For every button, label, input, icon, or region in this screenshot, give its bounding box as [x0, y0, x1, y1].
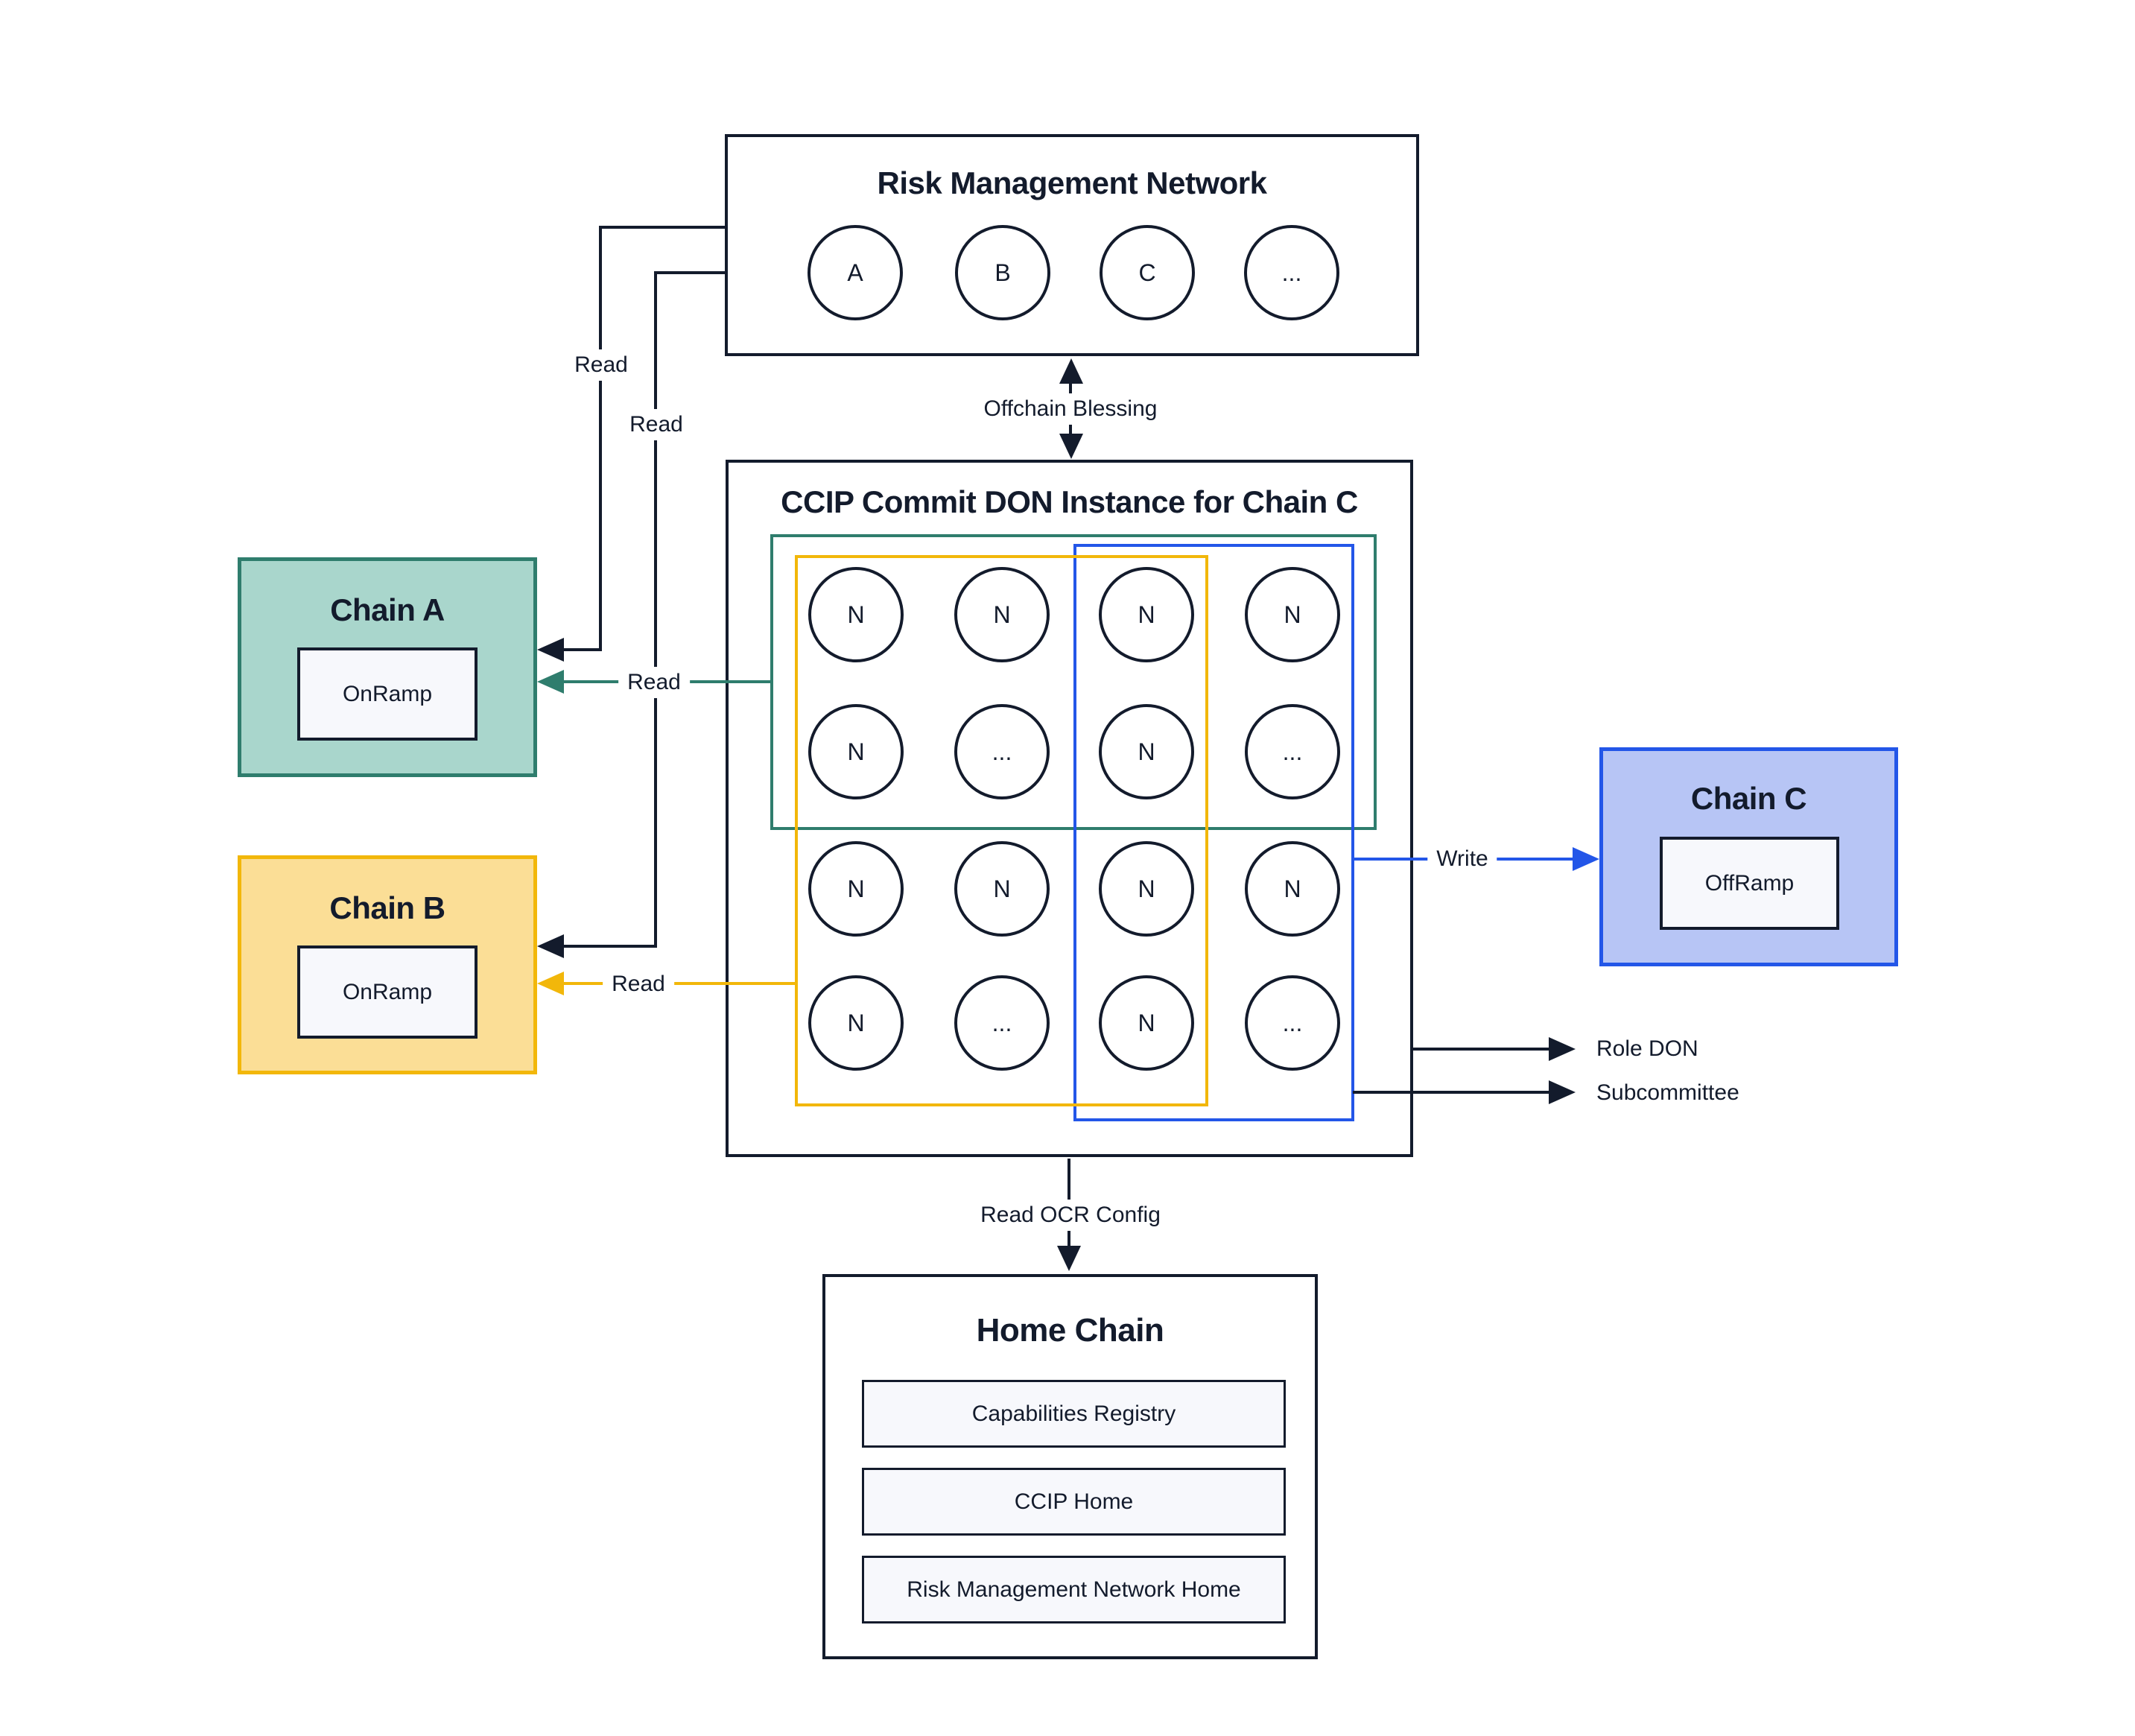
rmn-home-box: Risk Management Network Home	[862, 1556, 1286, 1623]
don-node-r4c2: ...	[954, 975, 1050, 1071]
edge-rmn-a-vertical-segment	[599, 226, 602, 651]
chain-a-title: Chain A	[330, 592, 445, 627]
chain-a-onramp-label: OnRamp	[342, 681, 433, 706]
don-node-label: N	[1138, 738, 1155, 765]
arrowhead-into-chain-b-icon	[537, 934, 564, 958]
chain-b-title: Chain B	[329, 890, 445, 925]
arrowhead-role-don-icon	[1549, 1037, 1576, 1061]
edge-rmn-b-top-segment	[654, 271, 726, 274]
blue-subcommittee-rect	[1073, 544, 1354, 1121]
read-label-rmn-to-a: Read	[565, 349, 637, 381]
don-node-r3c1: N	[808, 841, 904, 937]
edge-role-don-line	[1412, 1048, 1550, 1051]
don-node-r2c1: N	[808, 704, 904, 799]
don-node-label: N	[847, 738, 865, 765]
read-label-don-to-b: Read	[603, 969, 674, 1000]
don-node-r2c4: ...	[1245, 704, 1340, 799]
home-chain-title: Home Chain	[976, 1312, 1164, 1349]
chain-b-onramp-box: OnRamp	[297, 945, 478, 1039]
risk-management-network-title: Risk Management Network	[877, 165, 1267, 200]
arrowhead-offchain-blessing-up-icon	[1059, 358, 1083, 384]
rmn-node-more: ...	[1244, 225, 1339, 320]
chain-a-onramp-box: OnRamp	[297, 647, 478, 741]
role-don-label: Role DON	[1596, 1036, 1698, 1061]
don-node-label: ...	[1282, 1009, 1303, 1036]
don-node-label: N	[993, 875, 1011, 902]
edge-yellow-read-line	[562, 982, 796, 985]
don-node-r1c4: N	[1245, 567, 1340, 662]
rmn-node-b-label: B	[994, 259, 1011, 286]
home-chain-box: Home Chain Capabilities Registry CCIP Ho…	[822, 1274, 1318, 1659]
read-label-rmn-to-b: Read	[621, 409, 692, 440]
don-node-r3c3: N	[1099, 841, 1194, 937]
subcommittee-label: Subcommittee	[1596, 1080, 1739, 1105]
ccip-commit-don-title: CCIP Commit DON Instance for Chain C	[781, 484, 1358, 519]
don-node-label: N	[1138, 875, 1155, 902]
don-node-label: ...	[992, 738, 1012, 765]
don-node-label: N	[847, 875, 865, 902]
rmn-node-a-label: A	[847, 259, 863, 286]
don-node-r3c2: N	[954, 841, 1050, 937]
chain-c-offramp-label: OffRamp	[1704, 870, 1795, 896]
don-node-r2c3: N	[1099, 704, 1194, 799]
ccip-home-label: CCIP Home	[1014, 1489, 1134, 1514]
rmn-node-c: C	[1100, 225, 1195, 320]
don-node-r2c2: ...	[954, 704, 1050, 799]
ccip-home-box: CCIP Home	[862, 1468, 1286, 1536]
rmn-home-label: Risk Management Network Home	[907, 1577, 1241, 1602]
chain-c-title: Chain C	[1690, 781, 1807, 816]
read-label-don-to-a: Read	[618, 667, 690, 698]
edge-rmn-b-vertical-segment	[654, 271, 657, 948]
don-node-label: N	[847, 601, 865, 628]
don-node-r1c1: N	[808, 567, 904, 662]
arrowhead-into-chain-a-icon	[537, 638, 564, 662]
write-label: Write	[1427, 843, 1497, 875]
don-node-r3c4: N	[1245, 841, 1340, 937]
don-node-label: N	[847, 1009, 865, 1036]
chain-c-offramp-box: OffRamp	[1660, 837, 1839, 930]
arrowhead-teal-into-chain-a-icon	[537, 670, 564, 694]
arrowhead-offchain-blessing-down-icon	[1059, 434, 1083, 459]
arrowhead-yellow-into-chain-b-icon	[537, 972, 564, 995]
don-node-label: N	[993, 601, 1011, 628]
don-node-r4c4: ...	[1245, 975, 1340, 1071]
don-node-label: N	[1138, 601, 1155, 628]
read-ocr-config-label: Read OCR Config	[971, 1200, 1170, 1231]
rmn-node-more-label: ...	[1281, 259, 1302, 286]
don-node-r4c3: N	[1099, 975, 1194, 1071]
edge-rmn-a-top-segment	[600, 226, 726, 229]
offchain-blessing-label: Offchain Blessing	[974, 393, 1167, 425]
edge-subcommittee-line	[1353, 1091, 1550, 1094]
don-node-label: N	[1138, 1009, 1155, 1036]
edge-rmn-b-bottom-segment	[562, 945, 656, 948]
arrowhead-into-home-chain-icon	[1057, 1246, 1081, 1271]
rmn-node-b: B	[955, 225, 1050, 320]
don-node-label: ...	[992, 1009, 1012, 1036]
rmn-node-c-label: C	[1138, 259, 1156, 286]
arrowhead-subcommittee-icon	[1549, 1080, 1576, 1104]
yellow-subcommittee-rect	[795, 555, 1208, 1106]
chain-b-onramp-label: OnRamp	[342, 979, 433, 1004]
don-node-label: ...	[1282, 738, 1303, 765]
don-node-r1c3: N	[1099, 567, 1194, 662]
capabilities-registry-box: Capabilities Registry	[862, 1380, 1286, 1448]
don-node-r4c1: N	[808, 975, 904, 1071]
capabilities-registry-label: Capabilities Registry	[971, 1401, 1176, 1426]
don-node-label: N	[1284, 601, 1301, 628]
rmn-node-a: A	[808, 225, 903, 320]
don-node-label: N	[1284, 875, 1301, 902]
arrowhead-into-chain-c-icon	[1573, 847, 1599, 871]
don-node-r1c2: N	[954, 567, 1050, 662]
edge-rmn-a-bottom-segment	[562, 648, 602, 651]
